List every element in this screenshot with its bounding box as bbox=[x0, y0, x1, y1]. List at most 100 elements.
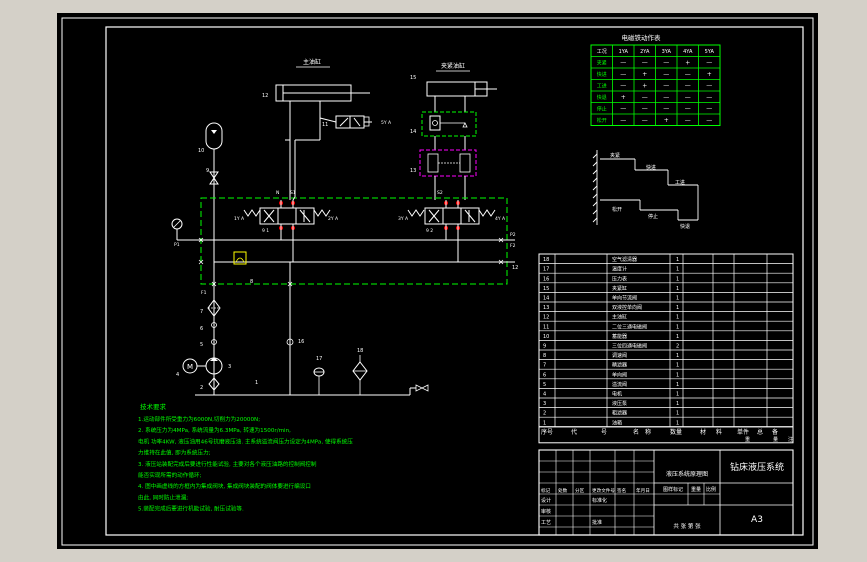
label-8: 8 bbox=[250, 279, 253, 285]
table-cell: 松开 bbox=[597, 117, 607, 124]
parts-header-cell: 料 bbox=[716, 428, 722, 436]
table-cell: — bbox=[642, 106, 648, 113]
table-cell: — bbox=[663, 106, 669, 113]
parts-row-name: 单向阀 bbox=[612, 371, 627, 378]
table-header-cell: 5YA bbox=[705, 49, 715, 55]
parts-row-qty: 1 bbox=[676, 315, 679, 321]
parts-row-number: 15 bbox=[543, 286, 549, 292]
tag-9-2: 9 2 bbox=[426, 228, 433, 234]
parts-row-number: 12 bbox=[543, 315, 549, 321]
title-block-sign-label: 分区 bbox=[575, 487, 585, 494]
table-header-cell: 3YA bbox=[662, 49, 672, 55]
cycle-fast-forward: 快进 bbox=[646, 164, 656, 171]
parts-header-cell: 单件 bbox=[737, 428, 749, 436]
tag-s1: S1 bbox=[290, 190, 296, 196]
table-cell: + bbox=[642, 83, 647, 90]
parts-row-qty: 1 bbox=[676, 276, 679, 282]
directional-valve-right bbox=[407, 207, 496, 225]
parts-header-cell: 名 bbox=[633, 428, 639, 436]
parts-row-number: 14 bbox=[543, 296, 549, 302]
tag-4ya: 4Y A bbox=[495, 216, 506, 222]
title-block-weight-label: 重量 bbox=[691, 486, 701, 493]
cycle-clamp: 夹紧 bbox=[610, 152, 620, 159]
table-cell: — bbox=[685, 83, 691, 90]
parts-row-name: 精滤器 bbox=[612, 362, 627, 369]
parts-row-name: 三位四通电磁阀 bbox=[612, 343, 647, 350]
label-11: 11 bbox=[322, 122, 328, 128]
table-cell: — bbox=[706, 106, 712, 113]
title-block-sign-label: 处数 bbox=[558, 487, 568, 494]
parts-row-number: 4 bbox=[543, 392, 546, 398]
label-12a: 12 bbox=[262, 93, 268, 99]
parts-row-qty: 1 bbox=[676, 334, 679, 340]
parts-row-name: 二位三通电磁阀 bbox=[612, 323, 647, 330]
parts-row-number: 16 bbox=[543, 276, 549, 282]
title-block-role: 批准 bbox=[592, 519, 602, 526]
parts-row-qty: 1 bbox=[676, 411, 679, 417]
title-block-sheet-size: A3 bbox=[751, 515, 763, 525]
label-4: 4 bbox=[176, 372, 179, 378]
parts-row-number: 1 bbox=[543, 420, 546, 426]
tech-requirement-line: 力维持在此值, 即为系统压力; bbox=[138, 449, 211, 457]
title-block-drawing-name: 液压系统原理图 bbox=[666, 470, 708, 478]
tech-requirement-line: 电机 功率4KW, 液压油用46号抗磨液压油. 主系统溢流阀压力设定为4MPa,… bbox=[138, 437, 353, 445]
pressure-lines bbox=[195, 196, 515, 396]
parts-header-sub: 量 bbox=[773, 436, 778, 443]
label-16: 16 bbox=[298, 339, 304, 345]
table-header-cell: 2YA bbox=[640, 49, 650, 55]
title-block-role: 标准化 bbox=[592, 497, 607, 504]
title-block: 液压系统原理图钻床液压系统A3图样标记重量比例共 张 第 张标记处数分区更改文件… bbox=[538, 449, 794, 536]
table-cell: + bbox=[707, 71, 712, 78]
table-cell: 停止 bbox=[597, 106, 607, 113]
tag-5ya: 5Y A bbox=[381, 120, 392, 126]
parts-row-name: 调速阀 bbox=[612, 352, 627, 359]
drain-valve-icon bbox=[415, 384, 429, 392]
tag-p2: P2 bbox=[510, 232, 516, 238]
label-14: 14 bbox=[410, 129, 416, 135]
table-cell: 工进 bbox=[597, 83, 607, 90]
label-7: 7 bbox=[200, 309, 203, 315]
parts-row-qty: 1 bbox=[676, 257, 679, 263]
parts-row-number: 2 bbox=[543, 411, 546, 417]
title-block-project-name: 钻床液压系统 bbox=[730, 461, 784, 473]
title-block-sign-label: 更改文件号 bbox=[592, 487, 615, 494]
motor-label: M bbox=[187, 363, 193, 371]
parts-row-name: 粗滤器 bbox=[612, 410, 627, 417]
label-5: 5 bbox=[200, 342, 203, 348]
table-cell: — bbox=[620, 71, 626, 78]
tag-3ya: 3Y A bbox=[398, 216, 409, 222]
relief-valve-icon bbox=[211, 339, 217, 345]
parts-row-qty: 1 bbox=[676, 324, 679, 330]
parts-row-number: 11 bbox=[543, 324, 549, 330]
table-cell: + bbox=[685, 60, 690, 67]
cycle-work-feed: 工进 bbox=[675, 179, 685, 186]
table-cell: — bbox=[706, 117, 712, 124]
parts-row-number: 3 bbox=[543, 401, 546, 407]
work-cycle-diagram bbox=[592, 150, 699, 225]
tag-p1: P1 bbox=[174, 242, 180, 248]
label-18: 18 bbox=[357, 348, 363, 354]
tag-n: N bbox=[276, 190, 279, 196]
parts-row-name: 单向节流阀 bbox=[612, 295, 637, 302]
parts-header-cell: 称 bbox=[645, 428, 651, 436]
table-cell: — bbox=[620, 83, 626, 90]
parts-header-cell: 代 bbox=[571, 428, 577, 436]
cycle-release: 松开 bbox=[612, 206, 622, 213]
tech-requirement-line: 1.运动部件所受重力为6000N,切削力为20000N; bbox=[138, 415, 260, 423]
label-2: 2 bbox=[200, 385, 203, 391]
check-valve-icon bbox=[211, 322, 217, 328]
inner-frame bbox=[105, 26, 804, 536]
parts-row-number: 10 bbox=[543, 334, 549, 340]
title-block-sign-label: 年月日 bbox=[636, 487, 650, 494]
table-cell: 快进 bbox=[597, 71, 607, 78]
table-header-cell: 4YA bbox=[683, 49, 693, 55]
parts-row-name: 溢流阀 bbox=[612, 381, 627, 388]
table-cell: — bbox=[642, 94, 648, 101]
parts-row-qty: 1 bbox=[676, 305, 679, 311]
tech-requirement-line: 3. 液压站装配完成后要进行性能试验, 主要对各个液压油路的控制阀控制 bbox=[138, 460, 317, 468]
table-cell: — bbox=[663, 94, 669, 101]
parts-row-name: 压力表 bbox=[612, 275, 627, 282]
label-9: 9 bbox=[206, 168, 209, 174]
tech-requirement-line: 2. 系统压力为4MPa, 系统流量为6.3MPa, 转速为1500r/min, bbox=[138, 426, 291, 434]
tech-requirements-text: 1.运动部件所受重力为6000N,切削力为20000N; 2. 系统压力为4MPa… bbox=[138, 415, 353, 513]
